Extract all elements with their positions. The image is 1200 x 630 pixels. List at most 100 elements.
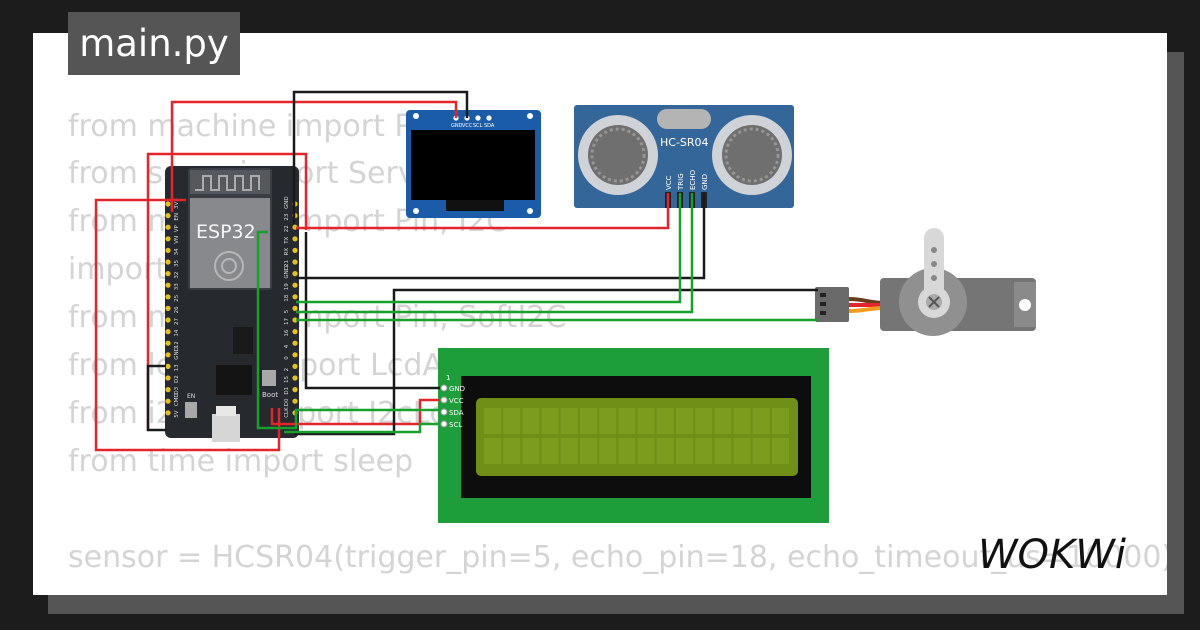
usb-port — [212, 414, 240, 442]
oled-pin[interactable] — [475, 115, 481, 121]
esp32-pin-label: CMD — [174, 393, 180, 406]
esp32-pin[interactable] — [292, 247, 298, 253]
lcd-cell — [752, 438, 770, 464]
esp32-pin[interactable] — [165, 329, 171, 335]
lcd-pin[interactable] — [440, 384, 448, 392]
wire-lcd-scl — [284, 422, 440, 434]
wire-vin-1 — [94, 198, 281, 452]
esp32-pin-label: 4 — [284, 344, 290, 348]
lcd-cell — [560, 408, 578, 434]
hcsr04-pin-label: TRIG — [677, 173, 685, 191]
esp32-pin-label: EN — [174, 213, 180, 221]
esp32-pin-label: 27 — [174, 318, 180, 325]
boot-label: Boot — [262, 391, 278, 399]
esp32-pin[interactable] — [165, 271, 171, 277]
esp32-board[interactable]: ESP32 Boot EN 3V3ENVPVN34353233252627141… — [165, 166, 299, 442]
esp32-pin[interactable] — [165, 352, 171, 358]
lcd-cell — [714, 408, 732, 434]
lcd-cell — [484, 438, 501, 464]
esp32-pin[interactable] — [292, 317, 298, 323]
lcd-cell — [695, 408, 713, 434]
esp32-pin[interactable] — [292, 387, 298, 393]
lcd-pin[interactable] — [440, 396, 448, 404]
esp32-pin-label: 32 — [174, 272, 180, 279]
lcd-cell — [695, 438, 713, 464]
esp32-pin[interactable] — [165, 410, 171, 416]
servo-motor[interactable] — [815, 228, 1036, 336]
lcd-cell — [733, 408, 751, 434]
wire-oled-vcc — [170, 100, 458, 212]
esp32-pin[interactable] — [165, 213, 171, 219]
esp32-pin[interactable] — [165, 305, 171, 311]
oled-pin[interactable] — [486, 115, 492, 121]
wires — [94, 90, 818, 452]
esp32-pin-label: 16 — [284, 329, 290, 336]
lcd-pin-label: GND — [449, 385, 465, 393]
esp32-pin[interactable] — [165, 363, 171, 369]
esp32-pin[interactable] — [165, 340, 171, 346]
espressif-logo-icon — [214, 251, 244, 281]
lcd-cell — [484, 408, 501, 434]
en-label: EN — [187, 393, 195, 400]
esp32-pin[interactable] — [292, 305, 298, 311]
esp32-pin-label: 5 — [284, 309, 290, 313]
oled-pin-label: GND — [451, 123, 463, 129]
lcd-cell — [599, 438, 617, 464]
lcd-cell — [676, 438, 693, 464]
wire-vin-2 — [146, 152, 308, 430]
esp32-pin[interactable] — [165, 398, 171, 404]
esp32-pin-label: VN — [174, 236, 180, 244]
esp32-pin[interactable] — [292, 271, 298, 277]
esp32-pin[interactable] — [292, 294, 298, 300]
esp32-pin[interactable] — [165, 247, 171, 253]
hcsr04-pin-label: GND — [701, 174, 709, 190]
lcd-cell — [656, 438, 674, 464]
esp32-pin[interactable] — [165, 387, 171, 393]
esp32-pin-label: RX — [284, 248, 290, 256]
esp32-pin[interactable] — [292, 329, 298, 335]
esp32-pin[interactable] — [165, 259, 171, 265]
lcd-cell — [541, 438, 559, 464]
esp32-pin[interactable] — [165, 282, 171, 288]
lcd-pin-label: SDA — [449, 409, 464, 417]
hcsr04-label: HC-SR04 — [660, 136, 709, 149]
esp32-pin[interactable] — [292, 282, 298, 288]
esp32-pin[interactable] — [292, 363, 298, 369]
esp32-pin[interactable] — [292, 398, 298, 404]
lcd-cell — [733, 438, 751, 464]
lcd-cell — [752, 408, 770, 434]
wire-sensor-echo — [296, 193, 694, 314]
esp32-pin[interactable] — [292, 352, 298, 358]
esp32-pin-label: 23 — [284, 213, 290, 220]
esp32-pin[interactable] — [165, 224, 171, 230]
esp32-pin[interactable] — [165, 294, 171, 300]
lcd-cell — [772, 408, 789, 434]
lcd-cell — [637, 408, 655, 434]
lcd-cell — [503, 438, 521, 464]
esp32-pin[interactable] — [292, 340, 298, 346]
code-line-10: sensor = HCSR04(trigger_pin=5, echo_pin=… — [68, 540, 1167, 575]
esp32-pin[interactable] — [292, 259, 298, 265]
esp32-pin[interactable] — [165, 317, 171, 323]
lcd-pin[interactable] — [440, 408, 448, 416]
esp32-pin-label: 18 — [284, 294, 290, 301]
esp32-pin[interactable] — [165, 375, 171, 381]
lcd-cell — [560, 438, 578, 464]
lcd-cell — [541, 408, 559, 434]
lcd-cell — [522, 408, 540, 434]
esp32-pin[interactable] — [165, 236, 171, 242]
lcd-pin[interactable] — [440, 420, 448, 428]
esp32-pin-label: 12 — [174, 341, 180, 348]
lcd-cell — [599, 408, 617, 434]
esp32-pin[interactable] — [292, 236, 298, 242]
esp32-label: ESP32 — [196, 221, 256, 243]
file-tab[interactable]: main.py — [68, 12, 240, 75]
esp32-pin[interactable] — [165, 201, 171, 207]
esp32-pin-label: 33 — [174, 283, 180, 290]
lcd-cell — [580, 438, 597, 464]
esp32-pin-label: GND — [174, 347, 180, 360]
esp32-pin[interactable] — [292, 375, 298, 381]
